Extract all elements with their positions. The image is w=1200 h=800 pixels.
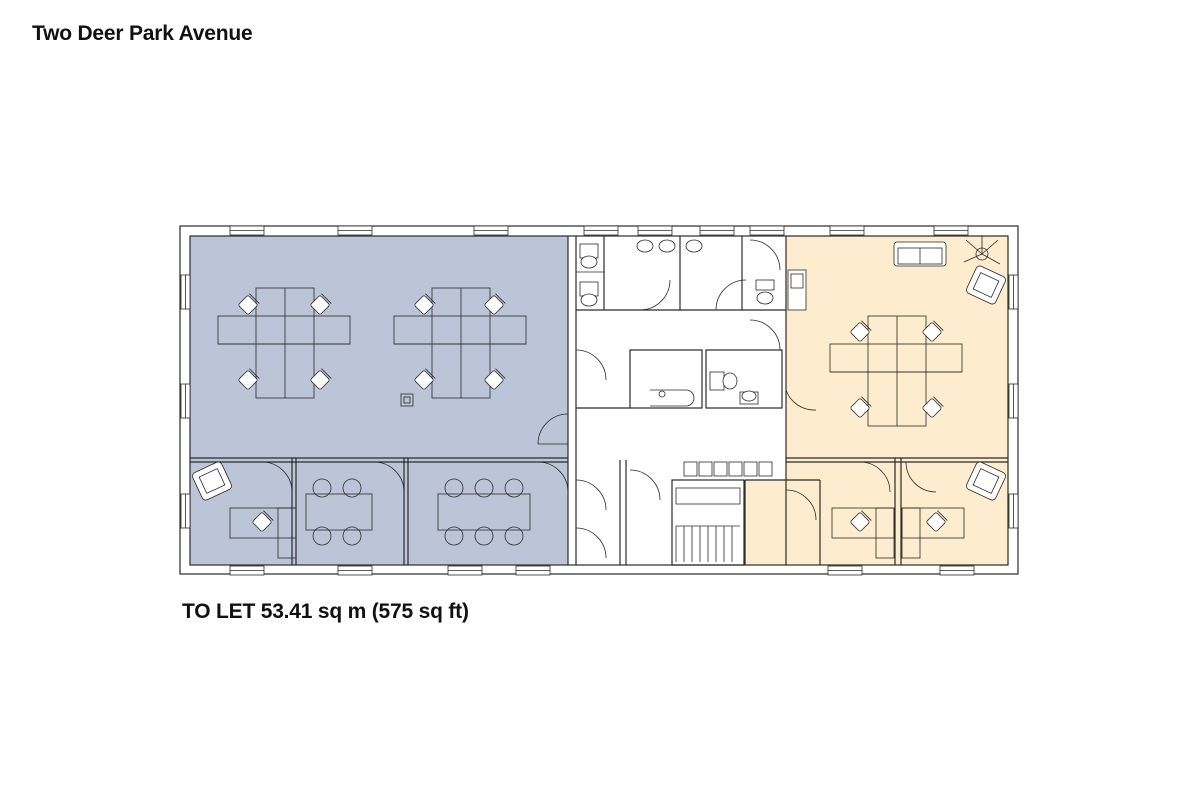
kitchen-unit [698, 461, 713, 477]
toilet-fixtures [579, 239, 775, 407]
property-title: Two Deer Park Avenue [32, 22, 253, 45]
chair [310, 293, 332, 315]
doors [261, 239, 937, 559]
windows [180, 225, 1019, 576]
desk-cluster-right [829, 315, 963, 427]
desk-cluster-left-1 [217, 287, 351, 399]
sofa [893, 241, 947, 267]
meeting-table-large [437, 478, 531, 546]
desk-cluster-left-2 [393, 287, 527, 399]
office-chairs [238, 293, 948, 532]
plant [963, 236, 1001, 265]
chair [310, 368, 332, 390]
kitchen-unit [743, 461, 758, 477]
chair [484, 293, 506, 315]
sink-unit [787, 269, 807, 311]
meeting-table-small [305, 478, 373, 546]
kitchen-unit [758, 461, 773, 477]
chair [850, 510, 872, 532]
armchairs [192, 265, 1006, 501]
kitchen-unit [713, 461, 728, 477]
chair [922, 396, 944, 418]
available-suite-area[interactable] [190, 236, 568, 565]
staircase [675, 487, 741, 562]
kitchen-unit [728, 461, 743, 477]
letting-caption: TO LET 53.41 sq m (575 sq ft) [182, 600, 469, 623]
chair [484, 368, 506, 390]
chair [414, 293, 436, 315]
kitchen-unit [683, 461, 698, 477]
chair [414, 368, 436, 390]
chair [850, 320, 872, 342]
chair [922, 320, 944, 342]
chair [238, 293, 260, 315]
chair [238, 368, 260, 390]
chair [926, 510, 948, 532]
column [400, 393, 414, 407]
chair [850, 396, 872, 418]
kitchen-units [683, 461, 773, 477]
chair [252, 510, 274, 532]
office-desks [229, 507, 965, 559]
